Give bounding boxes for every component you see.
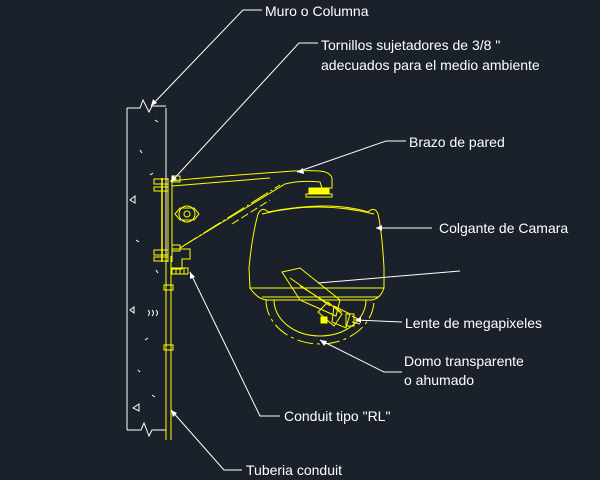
wall-break-top — [127, 98, 166, 114]
camera-pendant — [248, 205, 385, 301]
label-conduit-pipe: Tuberia conduit — [246, 462, 342, 478]
label-screws-line1: Tornillos sujetadores de 3/8 " — [321, 37, 501, 53]
concrete-hatch-triangles — [129, 194, 140, 412]
label-lens: Lente de megapixeles — [405, 315, 542, 331]
label-wall: Muro o Columna — [265, 3, 369, 19]
label-conduit-rl: Conduit tipo "RL" — [284, 408, 391, 424]
leader-conduit-rl — [189, 271, 280, 417]
leader-arrowheads — [151, 99, 382, 417]
wall-break-bottom — [127, 421, 166, 438]
leader-lens-top — [317, 270, 461, 284]
leader-arm — [296, 140, 406, 173]
label-arm: Brazo de pared — [409, 134, 505, 150]
label-pendant: Colgante de Camara — [439, 220, 569, 236]
leader-conduit-pipe — [170, 409, 242, 471]
wall-arm — [169, 170, 333, 249]
concrete-hatch-marks — [135, 119, 159, 398]
camera-dome — [262, 296, 378, 345]
hatch-arcs — [147, 309, 158, 317]
leader-lens — [354, 319, 403, 323]
screw-top — [153, 178, 169, 185]
junction-box — [174, 205, 200, 223]
screw-bottom — [153, 249, 169, 256]
label-dome-line2: o ahumado — [404, 372, 475, 388]
camera-lens — [281, 267, 361, 329]
leader-lines — [150, 9, 461, 471]
conduit-pipe — [163, 256, 174, 440]
leader-dome — [319, 339, 402, 373]
label-dome-line1: Domo transparente — [404, 353, 524, 369]
label-screws-line2: adecuados para el medio ambiente — [321, 57, 540, 73]
leader-wall — [150, 9, 262, 107]
leader-screws — [170, 42, 318, 183]
